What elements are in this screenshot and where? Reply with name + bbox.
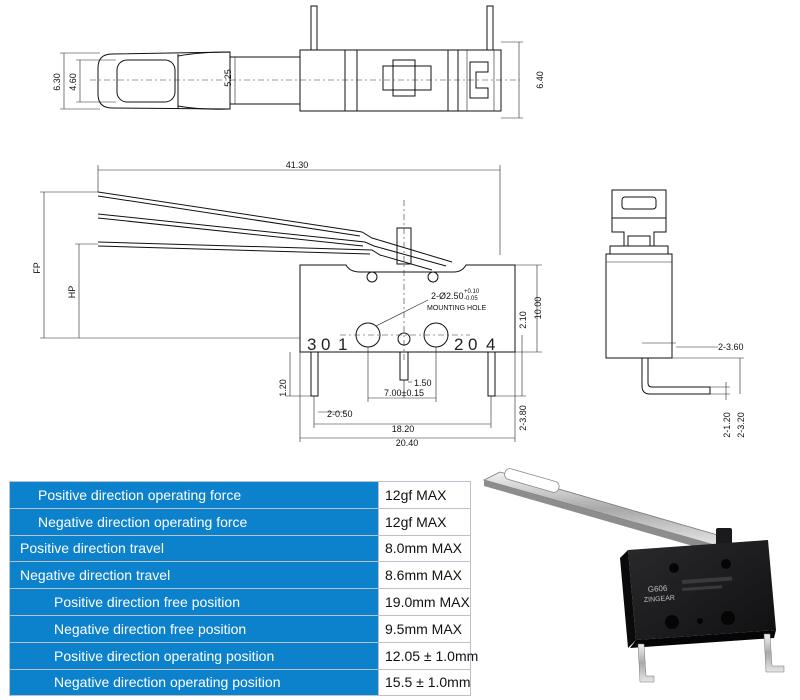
spec-value: 12.05 ± 1.0mm <box>378 641 478 670</box>
spec-row: Positive direction operating position 12… <box>9 641 478 670</box>
spec-value: 12gf MAX <box>378 481 471 509</box>
spec-label: Positive direction free position <box>9 588 379 616</box>
pin-label-3: 3 <box>307 335 316 354</box>
hole-tolerance-minus: -0.05 <box>464 296 478 302</box>
spec-value-text: 8.6mm MAX <box>385 567 463 584</box>
pin-label-1: 1 <box>338 335 347 354</box>
spec-label: Positive direction operating position <box>9 641 379 670</box>
dim-18-20: 18.20 <box>392 424 415 434</box>
dim-2-3-60: 2-3.60 <box>718 342 744 352</box>
hole-tolerance-plus: +0.10 <box>464 289 480 295</box>
front-view: 41.30 3 0 1 2 0 4 FP HP 2-Ø2.50 <box>32 160 543 448</box>
spec-value-text: 12gf MAX <box>385 513 447 530</box>
spec-row: Negative direction operating force 12gf … <box>9 507 471 536</box>
spec-label: Positive direction operating force <box>9 481 379 509</box>
dim-1-20: 1.20 <box>278 379 288 397</box>
spec-value-text: 12gf MAX <box>385 486 447 503</box>
hole-callout: 2-Ø2.50 <box>431 291 464 301</box>
technical-drawing: 6.30 4.60 5.25 6.40 41.30 3 0 1 2 0 4 <box>32 5 746 448</box>
spec-label-text: Negative direction operating force <box>38 513 248 530</box>
spec-row: Positive direction travel 8.0mm MAX <box>9 534 471 563</box>
photo-model-label: G606 <box>648 584 669 594</box>
spec-value-text: 8.0mm MAX <box>385 540 463 557</box>
spec-label: Negative direction operating force <box>9 507 379 536</box>
dim-6-30: 6.30 <box>52 73 62 91</box>
switch-body: G606 ZINGEAR <box>620 540 776 648</box>
spec-value-text: 12.05 ± 1.0mm <box>385 647 479 664</box>
top-view: 6.30 4.60 5.25 6.40 <box>52 5 545 119</box>
spec-value: 8.0mm MAX <box>378 534 471 563</box>
spec-value: 15.5 ± 1.0mm <box>378 668 471 697</box>
side-view: 2-3.60 2-1.20 2-3.20 <box>605 189 746 438</box>
dim-hp: HP <box>67 286 77 299</box>
spec-value: 9.5mm MAX <box>378 614 471 643</box>
dim-4-60: 4.60 <box>68 73 78 91</box>
dim-41-30: 41.30 <box>286 160 309 170</box>
spec-label-text: Positive direction operating position <box>54 647 275 664</box>
spec-label-text: Positive direction travel <box>20 540 164 557</box>
spec-label-text: Positive direction operating force <box>38 486 242 503</box>
hole-note: MOUNTING HOLE <box>427 305 486 312</box>
spec-value-text: 15.5 ± 1.0mm <box>385 674 471 691</box>
dim-7-00: 7.00±0.15 <box>384 388 424 398</box>
dim-10-00: 10.00 <box>533 297 543 320</box>
dim-5-25: 5.25 <box>223 69 233 87</box>
dim-1-50: 1.50 <box>414 378 432 388</box>
spec-row: Negative direction free position 9.5mm M… <box>9 614 471 643</box>
spec-label-text: Negative direction travel <box>20 567 171 584</box>
dim-fp: FP <box>32 262 42 274</box>
spec-label: Negative direction travel <box>9 561 379 590</box>
spec-label: Positive direction travel <box>9 534 379 563</box>
dim-2-3-20: 2-3.20 <box>736 412 746 438</box>
product-photo: G606 ZINGEAR <box>482 468 785 683</box>
dim-6-40: 6.40 <box>535 71 545 89</box>
pin-label-4: 4 <box>486 335 495 354</box>
spec-value-text: 19.0mm MAX <box>385 594 470 611</box>
pin-label-0-left: 0 <box>321 335 330 354</box>
dim-2-1-20: 2-1.20 <box>722 412 732 438</box>
spec-value: 19.0mm MAX <box>378 588 471 616</box>
spec-label-text: Negative direction free position <box>54 620 247 637</box>
spec-table: Positive direction operating force 12gf … <box>9 481 478 697</box>
pin-label-0-right: 0 <box>468 335 477 354</box>
dim-20-40: 20.40 <box>396 438 419 448</box>
terminals <box>637 633 785 683</box>
spec-label-text: Negative direction operating position <box>54 674 281 691</box>
spec-label: Negative direction free position <box>9 614 379 643</box>
dim-2-0-50: 2-0.50 <box>327 409 353 419</box>
spec-value-text: 9.5mm MAX <box>385 620 463 637</box>
spec-label-text: Positive direction free position <box>54 594 240 611</box>
spec-value: 8.6mm MAX <box>378 561 471 590</box>
spec-row: Positive direction operating force 12gf … <box>9 481 471 509</box>
dim-2-3-80: 2-3.80 <box>518 405 528 431</box>
spec-row: Positive direction free position 19.0mm … <box>9 588 471 616</box>
dim-2-10: 2.10 <box>518 311 528 329</box>
photo-brand-label: ZINGEAR <box>644 595 676 604</box>
spec-value: 12gf MAX <box>378 507 471 536</box>
spec-row: Negative direction operating position 15… <box>9 668 471 697</box>
spec-row: Negative direction travel 8.6mm MAX <box>9 561 471 590</box>
spec-label: Negative direction operating position <box>9 668 379 697</box>
pin-label-2: 2 <box>454 335 463 354</box>
